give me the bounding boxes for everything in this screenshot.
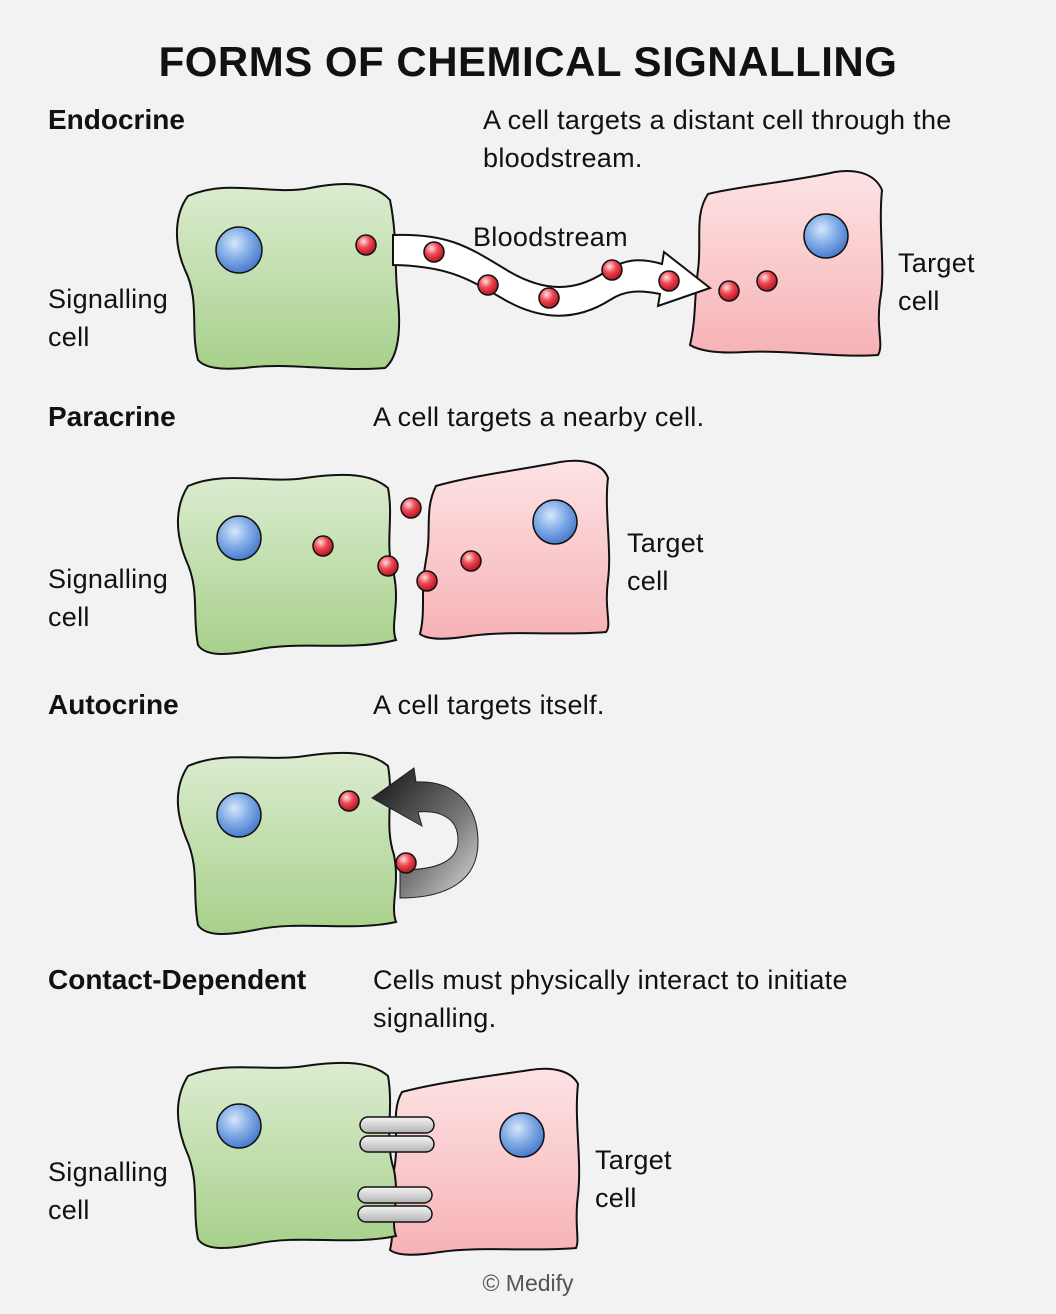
signal-molecules	[312, 497, 482, 592]
contact-dependent-heading: Contact-Dependent	[48, 964, 307, 995]
contact-dependent-description-line1: Cells must physically interact to initia…	[373, 965, 848, 995]
contact-signalling-label-line1: Signalling	[48, 1157, 169, 1187]
signal-molecules	[355, 234, 778, 309]
receptor	[357, 1186, 433, 1204]
endocrine-signalling-label-line1: Signalling	[48, 284, 169, 314]
paracrine-diagram	[176, 459, 611, 655]
signal-molecule	[756, 270, 778, 292]
receptor	[357, 1205, 433, 1223]
nucleus	[803, 213, 849, 259]
bloodstream-arrow	[392, 233, 713, 317]
signal-molecule	[460, 550, 482, 572]
nucleus	[532, 499, 578, 545]
receptor-pairs	[357, 1116, 435, 1223]
target-cell	[418, 459, 611, 640]
endocrine-target-label-line2: cell	[898, 286, 940, 316]
target-cell	[388, 1067, 581, 1256]
nucleus	[499, 1112, 545, 1158]
bloodstream-label: Bloodstream	[473, 222, 628, 252]
signal-molecule	[355, 234, 377, 256]
nucleus	[216, 792, 262, 838]
receptor	[359, 1135, 435, 1153]
paracrine-signalling-label-line1: Signalling	[48, 564, 169, 594]
curved-return-arrow	[371, 767, 479, 899]
nucleus	[216, 1103, 262, 1149]
endocrine-diagram	[175, 170, 884, 370]
paracrine-heading: Paracrine	[48, 401, 176, 432]
paracrine-description: A cell targets a nearby cell.	[373, 402, 705, 432]
signal-molecule	[400, 497, 422, 519]
signal-molecule	[312, 535, 334, 557]
signalling-cell	[175, 183, 401, 370]
paracrine-target-label-line1: Target	[627, 528, 704, 558]
signal-molecule	[423, 241, 445, 263]
contact-signalling-label-line2: cell	[48, 1195, 90, 1225]
signalling-cell	[176, 751, 398, 935]
signal-molecules	[338, 790, 417, 874]
signal-molecule	[477, 274, 499, 296]
endocrine-description-line2: bloodstream.	[483, 143, 643, 173]
endocrine-heading: Endocrine	[48, 104, 185, 135]
contact-dependent-description-line2: signalling.	[373, 1003, 497, 1033]
signal-molecule	[658, 270, 680, 292]
target-cell	[688, 170, 884, 357]
signal-molecule	[338, 790, 360, 812]
contact-dependent-diagram	[176, 1061, 581, 1256]
paracrine-signalling-label-line2: cell	[48, 602, 90, 632]
endocrine-description-line1: A cell targets a distant cell through th…	[483, 105, 952, 135]
contact-target-label-line1: Target	[595, 1145, 672, 1175]
signal-molecule	[416, 570, 438, 592]
nucleus	[216, 515, 262, 561]
signal-molecule	[538, 287, 560, 309]
signal-molecule	[395, 852, 417, 874]
signal-molecule	[718, 280, 740, 302]
receptor	[359, 1116, 435, 1134]
copyright-notice: © Medify	[482, 1270, 574, 1296]
signalling-cell	[176, 473, 398, 655]
signal-molecule	[601, 259, 623, 281]
nucleus	[215, 226, 263, 274]
autocrine-heading: Autocrine	[48, 689, 179, 720]
endocrine-target-label-line1: Target	[898, 248, 975, 278]
paracrine-target-label-line2: cell	[627, 566, 669, 596]
endocrine-signalling-label-line2: cell	[48, 322, 90, 352]
page-title: FORMS OF CHEMICAL SIGNALLING	[158, 38, 898, 85]
autocrine-diagram	[176, 751, 479, 935]
autocrine-description: A cell targets itself.	[373, 690, 605, 720]
contact-target-label-line2: cell	[595, 1183, 637, 1213]
signal-molecule	[377, 555, 399, 577]
